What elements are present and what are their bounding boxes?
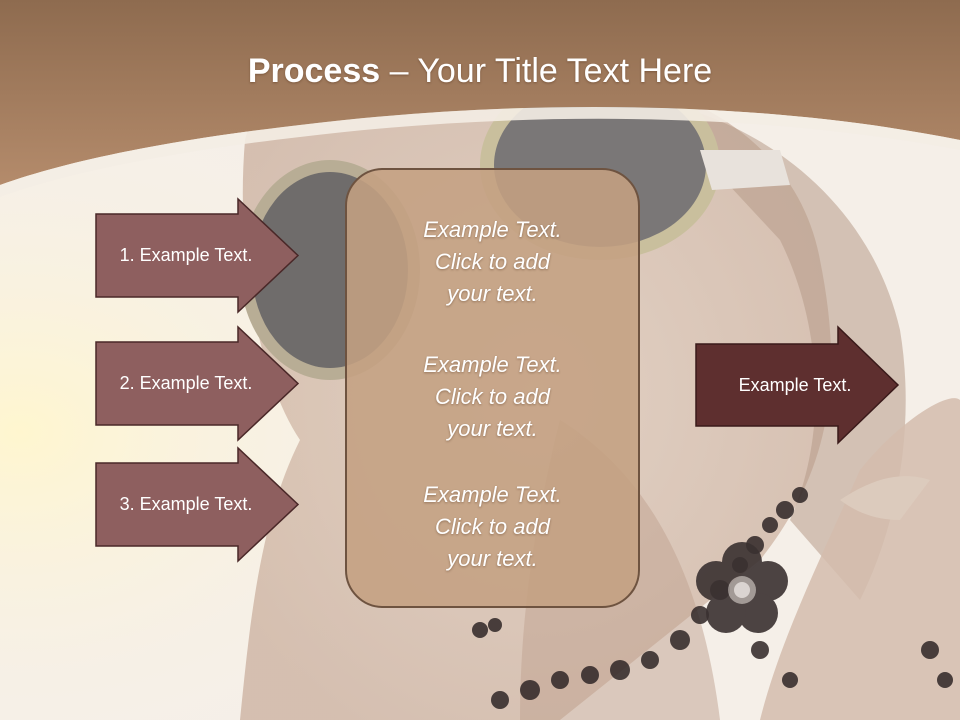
center-text-box[interactable]: Example Text. Click to add your text. Ex… <box>345 168 640 608</box>
block-line-3: your text. <box>447 416 538 441</box>
step-label: 2. Example Text. <box>119 373 253 393</box>
arrow-shape <box>95 446 300 563</box>
step-arrow-2[interactable]: 2. Example Text. <box>95 325 300 442</box>
block-line-3: your text. <box>447 546 538 571</box>
block-line-2: Click to add <box>435 384 550 409</box>
step-label: 3. Example Text. <box>119 494 253 514</box>
arrow-shape <box>95 325 300 442</box>
block-line-3: your text. <box>447 281 538 306</box>
block-line-1: Example Text. <box>423 217 562 242</box>
arrow-shape <box>95 197 300 314</box>
center-text-block-3: Example Text. Click to add your text. <box>347 479 638 575</box>
slide-title[interactable]: Process – Your Title Text Here <box>0 52 960 91</box>
step-label: 1. Example Text. <box>119 245 253 265</box>
block-line-1: Example Text. <box>423 352 562 377</box>
block-line-2: Click to add <box>435 249 550 274</box>
block-line-2: Click to add <box>435 514 550 539</box>
output-arrow[interactable]: Example Text. <box>695 325 900 445</box>
block-line-1: Example Text. <box>423 482 562 507</box>
step-arrow-1[interactable]: 1. Example Text. <box>95 197 300 314</box>
step-arrow-3[interactable]: 3. Example Text. <box>95 446 300 563</box>
arrow-shape <box>695 325 900 445</box>
center-text-block-1: Example Text. Click to add your text. <box>347 214 638 310</box>
output-label: Example Text. <box>738 374 852 395</box>
center-text-block-2: Example Text. Click to add your text. <box>347 349 638 445</box>
title-rest: – Your Title Text Here <box>380 52 713 90</box>
title-bold: Process <box>247 52 381 90</box>
